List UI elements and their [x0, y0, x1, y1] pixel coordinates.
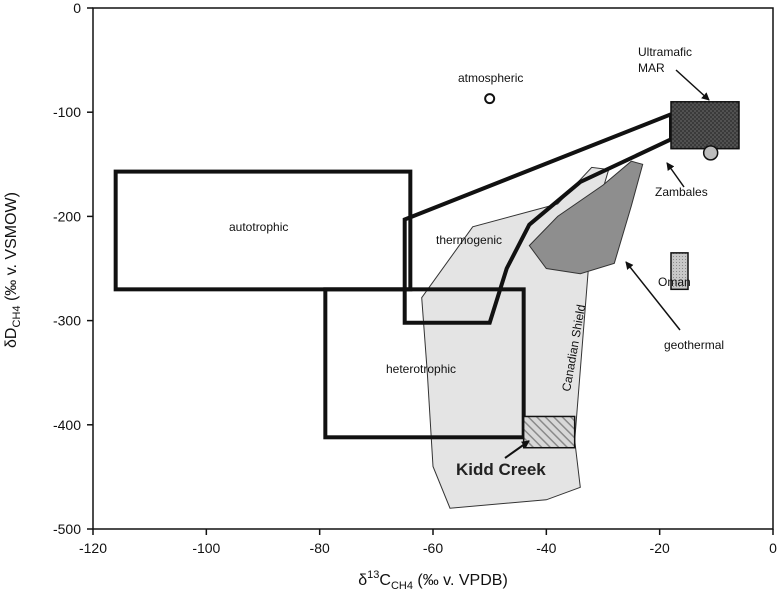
- ultramafic-mar-box: [670, 101, 740, 150]
- ultramafic-label-line1: Ultramafic: [638, 45, 692, 59]
- y-tick-label: -100: [53, 104, 81, 120]
- x-tick-label: -80: [310, 540, 330, 556]
- y-tick-label: -300: [53, 313, 81, 329]
- y-tick-label: -500: [53, 521, 81, 537]
- heterotrophic-field: [323, 287, 526, 440]
- atmospheric-label: atmospheric: [458, 71, 523, 85]
- x-tick-label: 0: [769, 540, 777, 556]
- x-tick-label: -120: [79, 540, 107, 556]
- y-tick-label: 0: [73, 0, 81, 16]
- y-axis-ticks: 0 -100 -200 -300 -400 -500: [53, 0, 93, 537]
- thermogenic-label: thermogenic: [436, 233, 502, 247]
- autotrophic-label: autotrophic: [229, 220, 288, 234]
- y-tick-label: -400: [53, 417, 81, 433]
- zambales-point: [702, 145, 719, 161]
- kidd-creek-arrow: [504, 440, 530, 459]
- x-tick-label: -40: [536, 540, 556, 556]
- ultramafic-label-line2: MAR: [638, 61, 665, 75]
- atmospheric-point: [484, 93, 496, 105]
- geothermal-label: geothermal: [664, 338, 724, 352]
- heterotrophic-label: heterotrophic: [386, 362, 456, 376]
- y-tick-label: -200: [53, 208, 81, 224]
- zambales-arrow: [666, 162, 685, 188]
- x-axis-ticks: -120 -100 -80 -60 -40 -20 0: [79, 529, 777, 556]
- x-tick-label: -20: [650, 540, 670, 556]
- oman-label: Oman: [658, 275, 691, 289]
- x-axis-title: δ13CCH4 (‰ v. VPDB): [358, 569, 508, 592]
- oman-box: [670, 252, 689, 291]
- autotrophic-field: [113, 169, 413, 292]
- kidd-creek-box: [522, 415, 576, 449]
- y-axis-title: δDCH4 (‰ v. VSMOW): [3, 192, 23, 348]
- x-tick-label: -100: [192, 540, 220, 556]
- geothermal-arrow: [625, 261, 681, 331]
- thermogenic-field: [402, 111, 673, 325]
- ultramafic-arrow: [675, 69, 710, 101]
- zambales-label: Zambales: [655, 185, 708, 199]
- kidd-creek-label: Kidd Creek: [456, 460, 546, 479]
- x-tick-label: -60: [423, 540, 443, 556]
- geothermal-field: [528, 160, 644, 275]
